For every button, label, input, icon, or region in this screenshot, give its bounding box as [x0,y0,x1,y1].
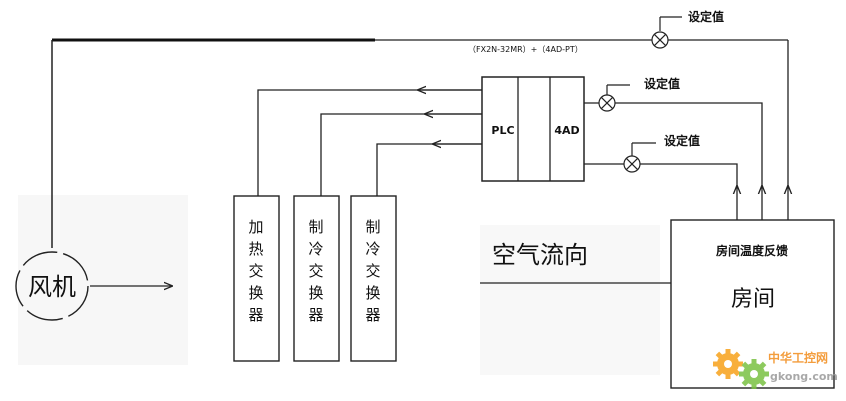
fan-symbol [15,251,89,321]
bg-panel-right [480,225,660,375]
feedback-up-2 [584,102,763,186]
heating-exchanger-label: 加热交换器 [248,218,263,324]
airflow-label: 空气流向 [492,241,588,269]
gear-tooth [751,359,757,365]
plc-block [481,76,585,182]
watermark-logo: 中华工控网 gkong.com [713,349,838,389]
cooling-exchanger-2 [350,195,397,362]
setpoint-label-3: 设定值 [664,133,700,148]
gear-tooth [725,349,731,355]
control-line-cooler-1 [320,113,482,196]
feedback-label: 房间温度反馈 [716,243,788,258]
heating-exchanger [233,195,280,362]
exchanger-label-text: 加热交换器 [248,218,263,324]
room-label: 房间 [731,287,775,312]
plc-label: PLC [491,124,514,137]
watermark-name: 中华工控网 [768,350,828,365]
comparator-middle [598,84,630,112]
cooling-exchanger-1 [293,195,340,362]
watermark-site: gkong.com [770,370,838,383]
comparator-bottom [623,142,656,173]
comparator-top [651,16,682,49]
bg-panel-left [18,195,188,365]
ad-module-label: 4AD [554,124,579,137]
controller-model: （FX2N-32MR）+（4AD-PT） [468,45,583,54]
cooling-exchanger-1-label: 制冷交换器 [308,218,323,324]
feedback-up-1 [584,163,738,186]
gear-tooth [725,373,731,379]
control-line-cooler-2 [376,143,482,196]
exchanger-label-text: 制冷交换器 [308,218,323,324]
fan-label: 风机 [28,273,76,301]
exchanger-label-text: 制冷交换器 [365,218,380,324]
cooling-exchanger-2-label: 制冷交换器 [365,218,380,324]
setpoint-label-1: 设定值 [688,9,724,24]
gear-tooth [751,383,757,389]
control-line-heater [257,89,482,196]
setpoint-label-2: 设定值 [644,76,680,91]
